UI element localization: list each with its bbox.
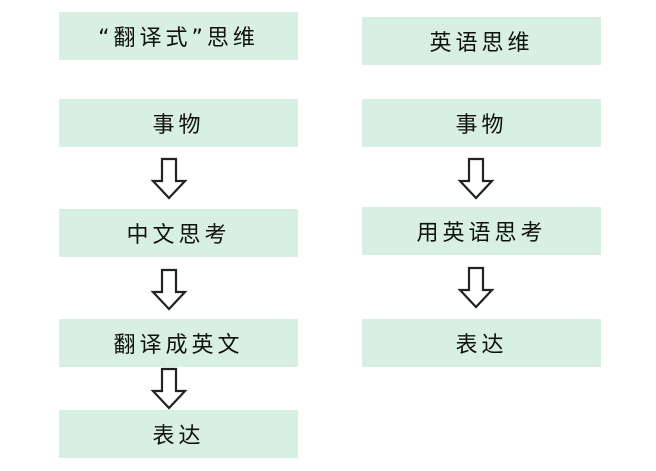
down-arrow-icon [150, 268, 188, 312]
down-arrow-icon [457, 266, 495, 310]
left-header: “翻译式”思维 [59, 12, 298, 60]
left-step-2: 中文思考 [59, 209, 298, 257]
right-header: 英语思维 [362, 17, 601, 65]
right-step-3: 表达 [362, 319, 601, 367]
left-step-1: 事物 [59, 99, 298, 147]
down-arrow-icon [150, 367, 188, 411]
left-step-4: 表达 [59, 410, 298, 458]
down-arrow-icon [457, 157, 495, 201]
down-arrow-icon [150, 157, 188, 201]
left-step-3: 翻译成英文 [59, 319, 298, 367]
right-step-2: 用英语思考 [362, 207, 601, 255]
right-step-1: 事物 [362, 99, 601, 147]
